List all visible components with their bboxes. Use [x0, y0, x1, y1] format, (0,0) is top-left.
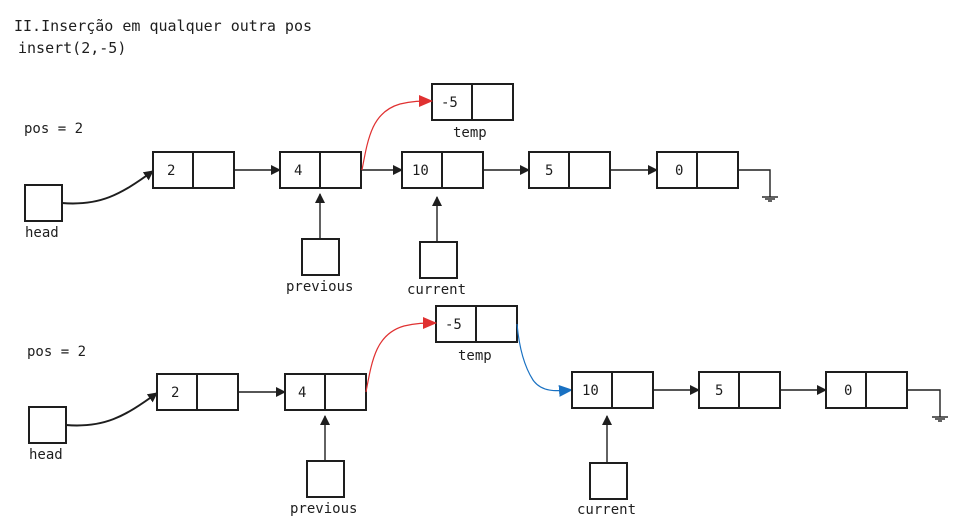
bottom-temp-label: temp: [458, 348, 492, 364]
bottom-null-ground-icon: [907, 389, 948, 422]
bottom-pos-label: pos = 2: [27, 344, 86, 360]
top-previous-label: previous: [286, 279, 353, 295]
bottom-head-label: head: [29, 447, 63, 463]
top-temp-node: -5: [431, 83, 514, 121]
bottom-node-5-value: 0: [844, 383, 852, 399]
section-title: II.Inserção em qualquer outra pos: [14, 17, 312, 35]
bottom-node-1: 2: [156, 373, 239, 411]
top-head-label: head: [25, 225, 59, 241]
bottom-head-pointer: [28, 406, 67, 444]
bottom-node-4: 5: [698, 371, 781, 409]
bottom-node-2: 4: [284, 373, 367, 411]
bottom-node-2-value: 4: [298, 385, 306, 401]
top-previous-pointer: [301, 238, 340, 276]
bottom-previous-label: previous: [290, 501, 357, 517]
bottom-diagram: pos = 2 head 2 4 -5 temp: [27, 305, 948, 518]
bottom-node-3: 10: [571, 371, 654, 409]
bottom-blue-arrow: [516, 323, 573, 397]
bottom-previous-pointer: [306, 460, 345, 498]
top-node-2: 4: [279, 151, 362, 189]
insert-call: insert(2,-5): [18, 39, 126, 57]
top-head-pointer: [24, 184, 63, 222]
top-node-4-value: 5: [545, 163, 553, 179]
bottom-head-arrow: [65, 392, 158, 427]
top-head-arrow: [61, 170, 154, 205]
bottom-node-5: 0: [825, 371, 908, 409]
top-temp-value: -5: [441, 95, 458, 111]
top-red-arrow: [361, 95, 433, 171]
bottom-red-arrow: [365, 317, 437, 393]
top-node-1-value: 2: [167, 163, 175, 179]
bottom-node-4-value: 5: [715, 383, 723, 399]
top-null-ground-icon: [738, 169, 778, 202]
top-node-1: 2: [152, 151, 235, 189]
top-node-5-value: 0: [675, 163, 683, 179]
bottom-current-label: current: [577, 502, 636, 518]
top-current-label: current: [407, 282, 466, 298]
top-node-2-value: 4: [294, 163, 302, 179]
top-node-4: 5: [528, 151, 611, 189]
bottom-temp-node: -5: [435, 305, 518, 343]
bottom-node-1-value: 2: [171, 385, 179, 401]
top-current-pointer: [419, 241, 458, 279]
top-temp-label: temp: [453, 125, 487, 141]
bottom-temp-value: -5: [445, 317, 462, 333]
bottom-current-pointer: [589, 462, 628, 500]
top-node-3-value: 10: [412, 163, 429, 179]
top-pos-label: pos = 2: [24, 121, 83, 137]
top-diagram: pos = 2 head 2 4 10 5: [24, 83, 778, 298]
bottom-node-3-value: 10: [582, 383, 599, 399]
top-node-5: 0: [656, 151, 739, 189]
top-node-3: 10: [401, 151, 484, 189]
